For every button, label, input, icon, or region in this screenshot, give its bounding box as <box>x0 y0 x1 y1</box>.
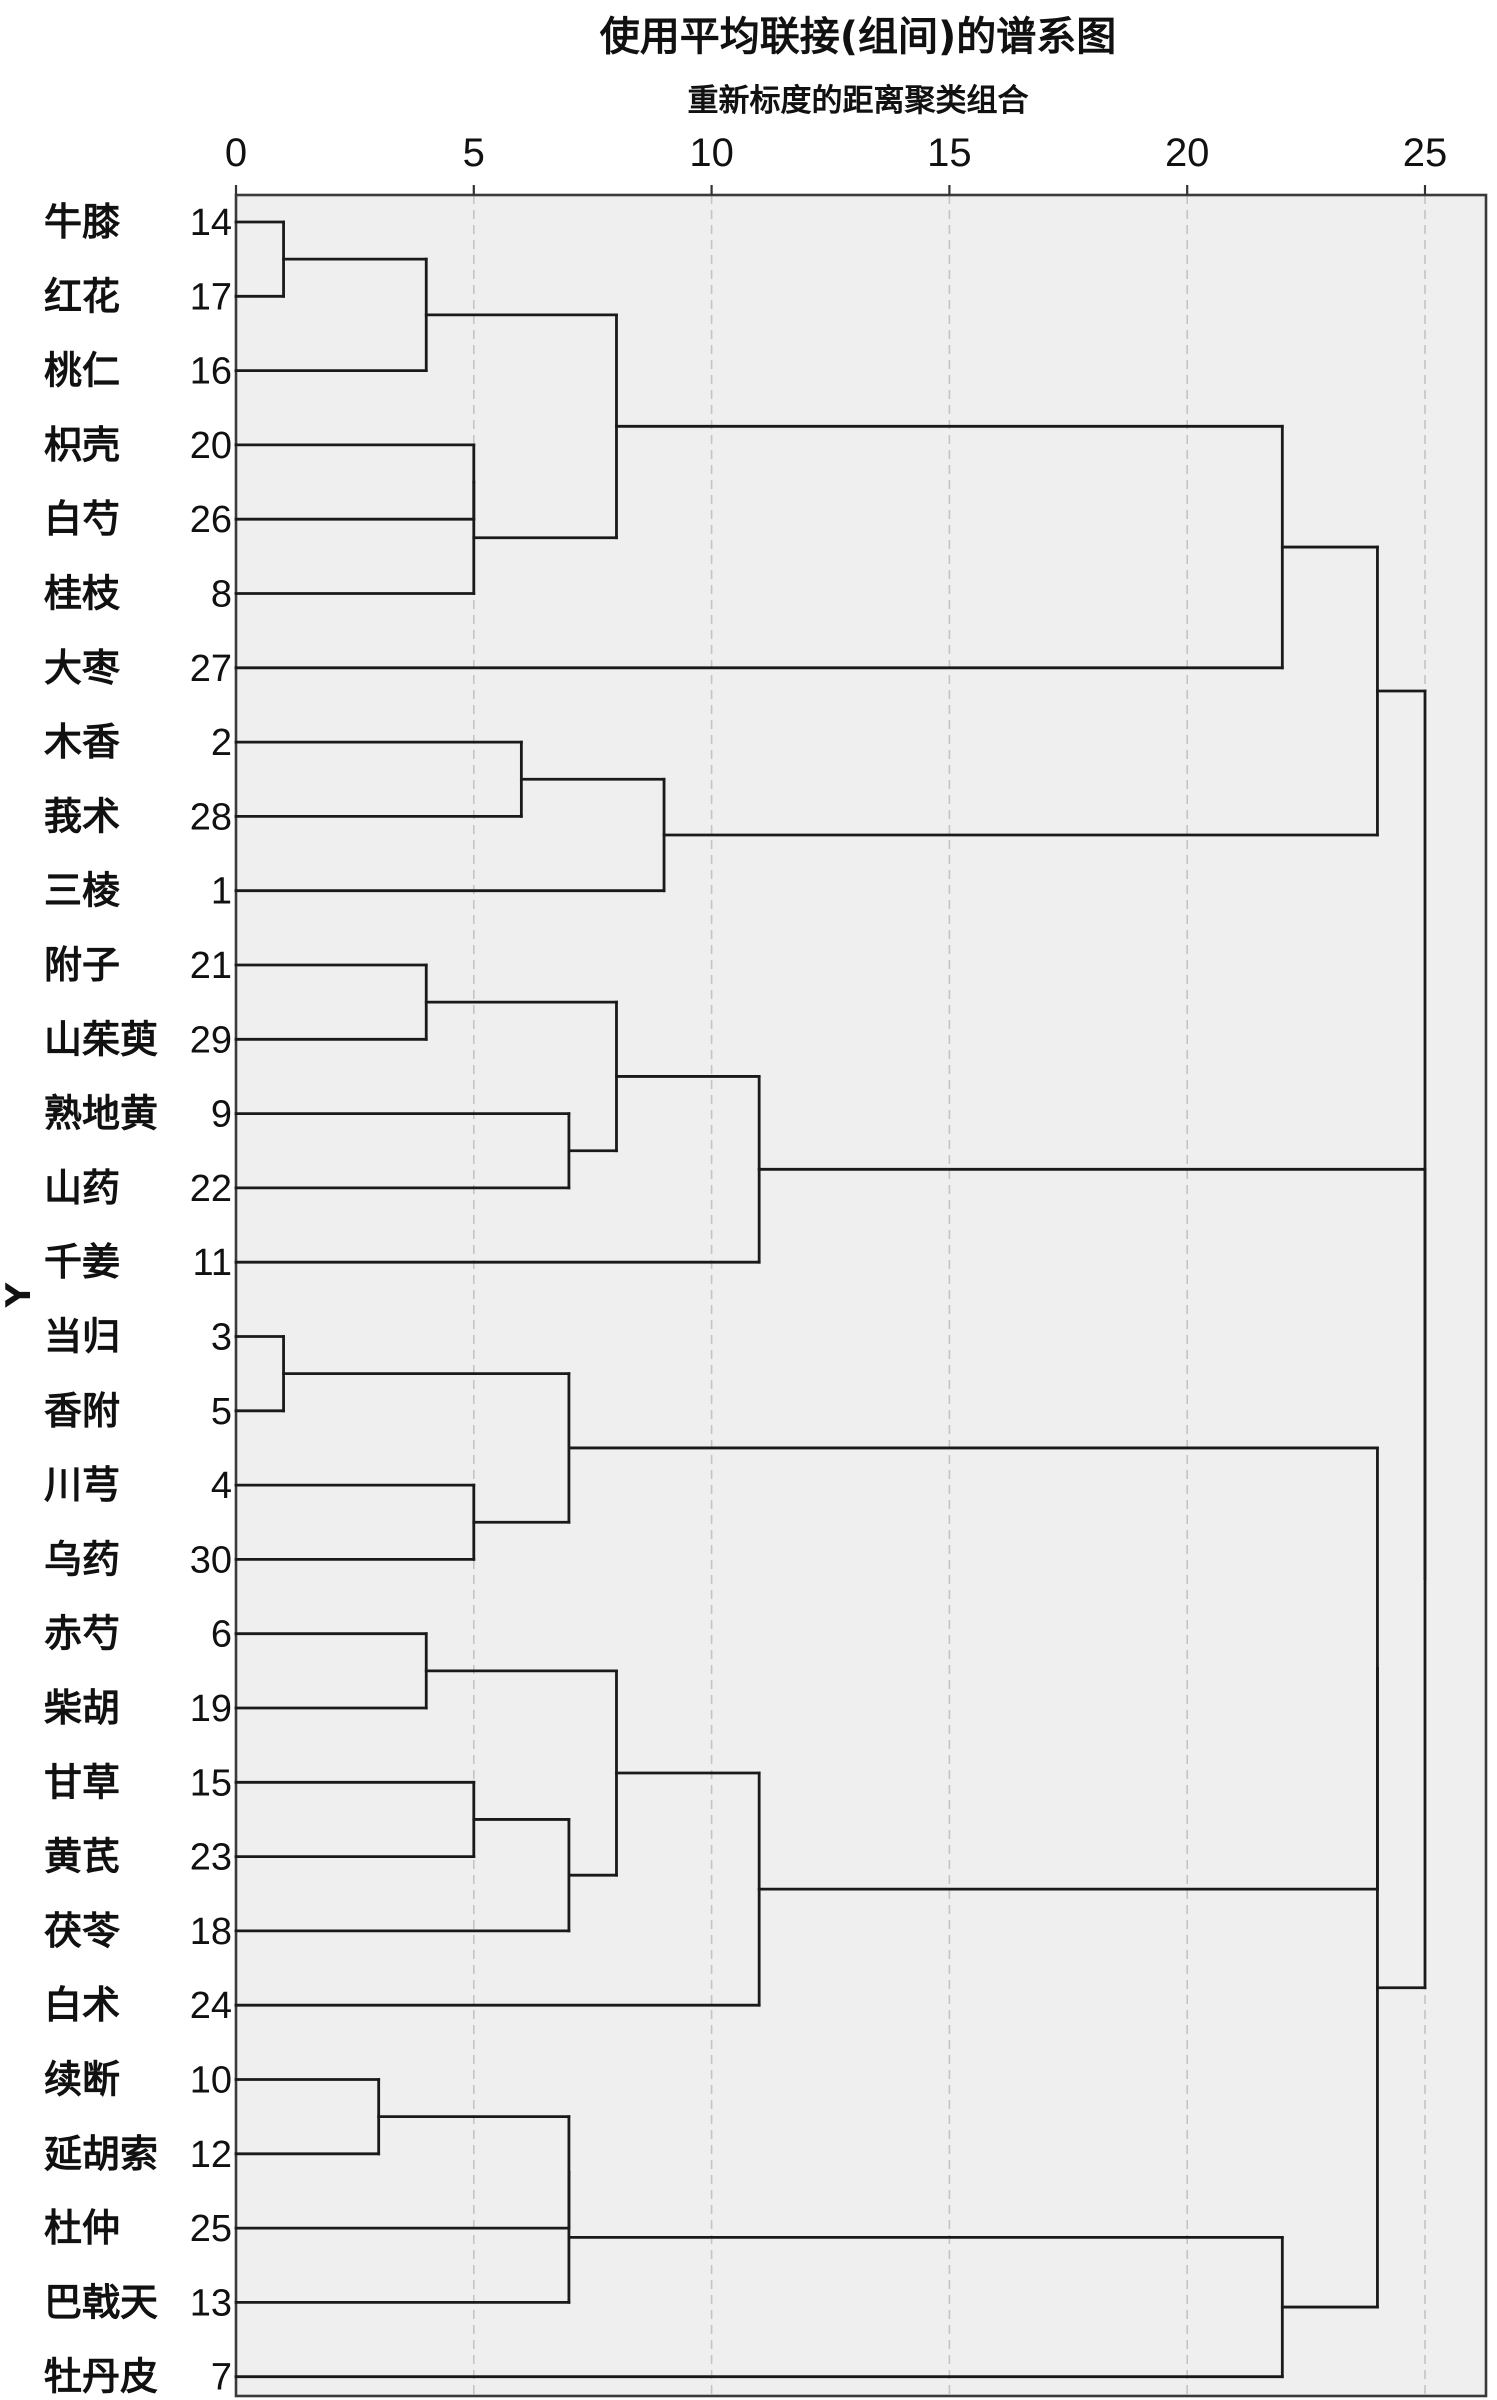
leaf-name-label: 川芎 <box>44 1463 120 1507</box>
leaf-name-label: 续断 <box>44 2058 120 2102</box>
leaf-name-label: 红花 <box>44 274 120 318</box>
leaf-name-label: 延胡索 <box>44 2132 158 2176</box>
leaf-case-number: 23 <box>190 1837 232 1879</box>
leaf-name-label: 赤芍 <box>44 1612 120 1656</box>
chart-subtitle: 重新标度的距离聚类组合 <box>688 83 1029 119</box>
leaf-case-number: 3 <box>211 1317 232 1359</box>
leaf-name-label: 山药 <box>44 1166 120 1210</box>
leaf-name-label: 枳壳 <box>44 423 120 467</box>
leaf-name-label: 香附 <box>44 1389 120 1433</box>
leaf-case-number: 4 <box>211 1465 232 1507</box>
leaf-case-number: 18 <box>190 1911 232 1953</box>
leaf-case-number: 12 <box>190 2134 232 2176</box>
x-tick-label: 0 <box>225 131 247 175</box>
leaf-name-label: 莪术 <box>44 794 120 838</box>
leaf-name-label: 白芍 <box>44 497 120 541</box>
leaf-name-label: 牛膝 <box>44 200 121 244</box>
leaf-name-label: 附子 <box>44 943 120 987</box>
leaf-case-number: 19 <box>190 1688 232 1730</box>
leaf-case-number: 2 <box>211 722 232 764</box>
leaf-name-label: 甘草 <box>44 1760 120 1804</box>
plot-background <box>236 195 1486 2396</box>
leaf-name-label: 桂枝 <box>44 572 121 616</box>
leaf-case-number: 17 <box>190 276 232 318</box>
x-tick-label: 15 <box>927 131 972 175</box>
leaf-case-number: 16 <box>190 351 232 393</box>
leaf-case-number: 8 <box>211 574 232 616</box>
leaf-name-label: 熟地黄 <box>44 1092 158 1136</box>
leaf-case-number: 24 <box>190 1985 232 2027</box>
leaf-name-label: 桃仁 <box>44 349 120 393</box>
plot-frame <box>234 193 1488 2398</box>
x-tick-label: 20 <box>1165 131 1210 175</box>
leaf-name-label: 柴胡 <box>44 1686 120 1730</box>
leaf-case-number: 10 <box>190 2060 232 2102</box>
leaf-case-number: 14 <box>190 202 232 244</box>
leaf-case-number: 9 <box>211 1094 232 1136</box>
leaf-case-number: 22 <box>190 1168 232 1210</box>
chart-title: 使用平均联接(组间)的谱系图 <box>600 14 1117 60</box>
leaf-name-label: 三棱 <box>44 869 120 913</box>
leaf-case-number: 7 <box>211 2357 232 2399</box>
leaf-name-label: 黄芪 <box>44 1835 120 1879</box>
leaf-case-number: 11 <box>193 1242 232 1284</box>
x-tick-label: 25 <box>1403 131 1448 175</box>
leaf-case-number: 21 <box>190 945 232 987</box>
leaf-name-label: 当归 <box>44 1315 120 1359</box>
leaf-name-label: 白术 <box>44 1983 120 2027</box>
leaf-name-label: 山茱萸 <box>44 1017 158 1061</box>
leaf-case-number: 27 <box>190 648 232 690</box>
leaf-name-label: 大枣 <box>44 646 121 690</box>
leaf-case-number: 25 <box>190 2208 232 2250</box>
x-tick-label: 10 <box>689 131 734 175</box>
leaf-name-label: 牡丹皮 <box>44 2355 158 2399</box>
x-tick-label: 5 <box>463 131 485 175</box>
leaf-name-label: 茯苓 <box>44 1909 121 1953</box>
leaf-name-label: 乌药 <box>44 1537 120 1581</box>
leaf-case-number: 26 <box>190 499 232 541</box>
leaf-case-number: 13 <box>190 2282 232 2324</box>
leaf-case-number: 29 <box>190 1019 232 1061</box>
leaf-name-label: 千姜 <box>44 1240 120 1284</box>
leaf-name-label: 杜仲 <box>44 2206 120 2250</box>
leaf-case-number: 15 <box>190 1762 232 1804</box>
leaf-name-label: 巴戟天 <box>44 2280 158 2324</box>
leaf-case-number: 5 <box>211 1391 232 1433</box>
leaf-case-number: 20 <box>190 425 232 467</box>
leaf-case-number: 1 <box>211 871 232 913</box>
leaf-case-number: 28 <box>190 796 232 838</box>
leaf-case-number: 6 <box>211 1614 232 1656</box>
leaf-name-label: 木香 <box>44 720 120 764</box>
y-axis-label: Y <box>0 1282 39 1308</box>
leaf-case-number: 30 <box>190 1539 232 1581</box>
